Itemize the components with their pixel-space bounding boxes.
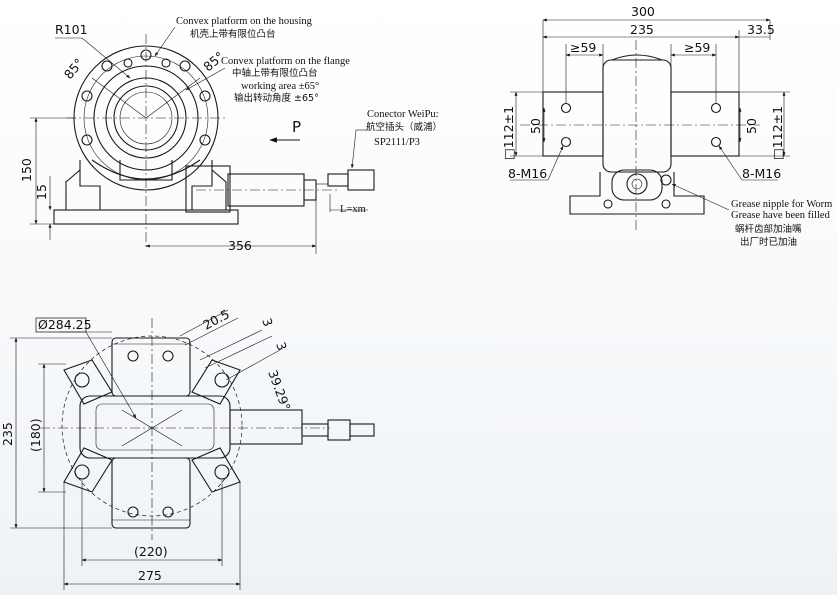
thread-left-label: 8-M16 — [508, 166, 547, 181]
grease-cn-2: 出厂时已加油 — [740, 236, 797, 248]
diameter-label: Ø284.25 — [38, 317, 92, 332]
direction-label: P — [292, 118, 301, 136]
right-min-label: ≥59 — [684, 40, 710, 55]
side-view: 300 235 33.5 ≥59 ≥59 □112±1 50 □112±1 50… — [501, 4, 832, 248]
length-label: 356 — [228, 238, 252, 253]
grease-en-2: Grease have been filled — [731, 210, 831, 221]
height-label: 150 — [19, 158, 34, 182]
height-label: 235 — [0, 422, 15, 446]
top-view: Ø284.25 20.5 3 3 39.29° 235 (180) (220) … — [0, 306, 375, 590]
square-right-label: □112±1 — [770, 106, 785, 160]
inner-width-label: (220) — [134, 544, 168, 559]
front-view: R101 85° 85° Convex platform on the hous… — [19, 16, 442, 254]
angle-label: 39.29° — [265, 368, 293, 413]
connector-model: SP2111/P3 — [374, 137, 420, 148]
angle-left-label: 85° — [61, 55, 87, 82]
hole-right-label: 50 — [744, 118, 759, 134]
connector-cn: 航空插头（威浦） — [366, 121, 442, 133]
radius-label: R101 — [55, 22, 88, 37]
convex-housing-cn: 机壳上带有限位凸台 — [190, 28, 276, 40]
connector-en: Conector WeiPu: — [367, 109, 439, 120]
convex-flange-en: Convex platform on the flange — [221, 56, 350, 67]
offset-label: 33.5 — [747, 22, 775, 37]
thread-right-label: 8-M16 — [742, 166, 781, 181]
convex-housing-en: Convex platform on the housing — [176, 16, 313, 27]
grease-cn-1: 蜗杆齿部加油嘴 — [735, 223, 802, 235]
working-area-en: working area ±65° — [241, 81, 319, 92]
working-area-cn: 输出转动角度 ±65° — [234, 92, 319, 104]
overall-width-label: 300 — [631, 4, 655, 19]
dim-c-label: 3 — [273, 340, 290, 353]
flange-bolt-holes — [81, 49, 211, 146]
dim-b-label: 3 — [259, 316, 276, 329]
base-height-label: 15 — [34, 184, 49, 200]
convex-flange-cn: 中轴上带有限位凸台 — [232, 67, 318, 79]
inner-width-label: 235 — [630, 22, 654, 37]
hole-left-label: 50 — [528, 118, 543, 134]
left-min-label: ≥59 — [570, 40, 596, 55]
mounting-lugs — [63, 359, 241, 493]
overall-width-label: 275 — [138, 568, 162, 583]
grease-en-1: Grease nipple for Worm — [731, 199, 832, 210]
inner-height-label: (180) — [28, 418, 43, 452]
cable-length-label: L=xm — [340, 204, 366, 215]
square-left-label: □112±1 — [501, 106, 516, 160]
